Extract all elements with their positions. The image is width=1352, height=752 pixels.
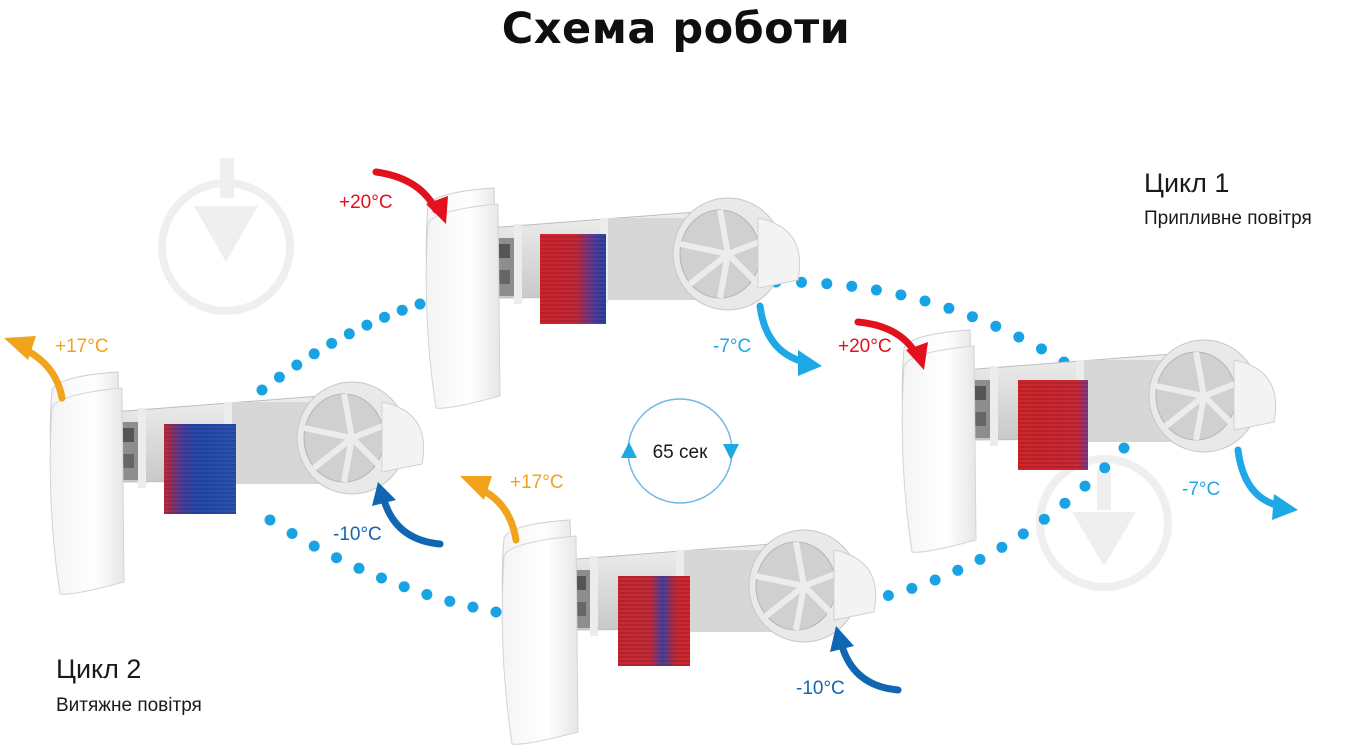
air-flow-arrow-icon: [4, 336, 66, 402]
air-dot: [414, 298, 426, 310]
air-dot: [846, 280, 858, 292]
air-dot: [398, 581, 410, 593]
air-dot: [1118, 442, 1130, 454]
down-arrow-watermark-icon: [158, 158, 294, 315]
cycle1-subtitle: Припливне повітря: [1144, 208, 1312, 229]
air-dot: [966, 311, 978, 323]
air-dot: [882, 590, 894, 601]
temp-bottom-in: -10°C: [796, 678, 845, 699]
air-dot: [906, 582, 918, 594]
ventilation-unit-right: [902, 330, 1275, 553]
cycle-rotation-icon: [621, 398, 739, 504]
air-dot: [1099, 462, 1111, 474]
temp-top-out: -7°C: [713, 336, 752, 357]
air-dot: [273, 371, 285, 383]
air-dot: [490, 606, 502, 618]
air-dot: [331, 552, 342, 564]
page-title: Схема роботи: [501, 4, 851, 54]
air-dot: [396, 304, 408, 316]
ventilation-unit-bottom: [502, 520, 875, 745]
air-dot: [974, 553, 986, 565]
air-dot: [943, 302, 955, 314]
air-flow-arrow-icon: [830, 626, 902, 694]
air-flow-arrow-icon: [372, 482, 444, 548]
air-dot: [1017, 528, 1029, 540]
temp-right-out: -7°C: [1182, 479, 1221, 500]
air-dot: [1036, 343, 1047, 355]
air-dot: [929, 574, 941, 586]
air-dot: [796, 276, 807, 288]
air-dot: [308, 348, 320, 360]
air-dot: [286, 528, 298, 539]
temp-top-in: +20°C: [339, 192, 393, 213]
ventilation-unit-top: [426, 188, 799, 409]
air-dot: [361, 319, 373, 331]
air-dot: [1079, 480, 1091, 492]
air-dot: [895, 289, 907, 301]
air-dot: [353, 562, 365, 574]
temp-left-in: -10°C: [333, 524, 382, 545]
air-dot: [1013, 331, 1025, 343]
air-dot: [343, 328, 355, 340]
air-dot: [1038, 513, 1050, 525]
air-dot: [952, 564, 964, 576]
cycle1-title: Цикл 1: [1144, 168, 1230, 198]
temp-left-out: +17°C: [55, 336, 109, 357]
temp-right-in: +20°C: [838, 336, 892, 357]
ventilation-unit-left: [50, 372, 423, 595]
air-dot: [1059, 497, 1071, 509]
air-dot: [870, 284, 882, 296]
cycle2-title: Цикл 2: [56, 654, 142, 684]
cycle2-subtitle: Витяжне повітря: [56, 695, 202, 716]
air-dot: [376, 572, 387, 584]
air-dot: [379, 311, 390, 323]
air-dot: [919, 295, 931, 307]
air-flow-arrow-icon: [460, 476, 520, 544]
air-dot: [291, 359, 303, 371]
air-dot: [308, 540, 320, 552]
air-dot: [444, 595, 456, 607]
temp-bottom-out: +17°C: [510, 472, 564, 493]
air-flow-arrow-icon: [1234, 446, 1298, 520]
air-flow-arrow-icon: [372, 168, 448, 224]
down-arrow-watermark-icon: [1036, 455, 1172, 591]
air-flow-arrow-icon: [854, 318, 928, 370]
air-dot: [264, 514, 276, 526]
air-dot: [326, 337, 338, 349]
air-dot: [256, 384, 268, 396]
air-dot: [421, 589, 433, 600]
air-flow-arrow-icon: [756, 302, 822, 376]
air-dot: [990, 320, 1002, 332]
air-dot: [821, 278, 833, 290]
cycle-duration-label: 65 сек: [652, 442, 708, 463]
air-dot: [996, 541, 1008, 553]
air-dot: [467, 601, 479, 613]
